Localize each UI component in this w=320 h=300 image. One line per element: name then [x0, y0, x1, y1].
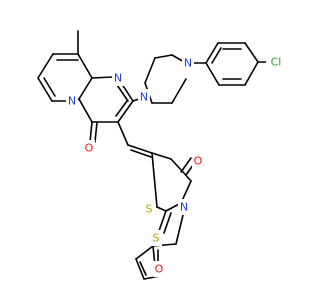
thiazolidine-sulfur: S	[146, 203, 153, 216]
furan-oxygen: O	[155, 263, 164, 276]
piperazine-nitrogen-bottom: N	[140, 91, 148, 104]
thione-sulfur: S	[153, 232, 160, 245]
chlorine-atom: Cl	[271, 56, 282, 69]
pyrimidine-nitrogen: N	[114, 72, 122, 85]
atom-labels: Cl N N N N O O S N S O	[68, 56, 281, 276]
thiazolidine-nitrogen: N	[180, 201, 188, 214]
atom-label-backgrounds	[66, 54, 286, 277]
piperazine-nitrogen-top: N	[184, 57, 192, 70]
thiazolidinone-oxygen: O	[194, 155, 203, 168]
pyrimidinone-oxygen: O	[85, 142, 94, 155]
bridgehead-nitrogen: N	[68, 95, 76, 108]
molecule-structure: Cl N N N N O O S N S O	[37, 30, 286, 280]
